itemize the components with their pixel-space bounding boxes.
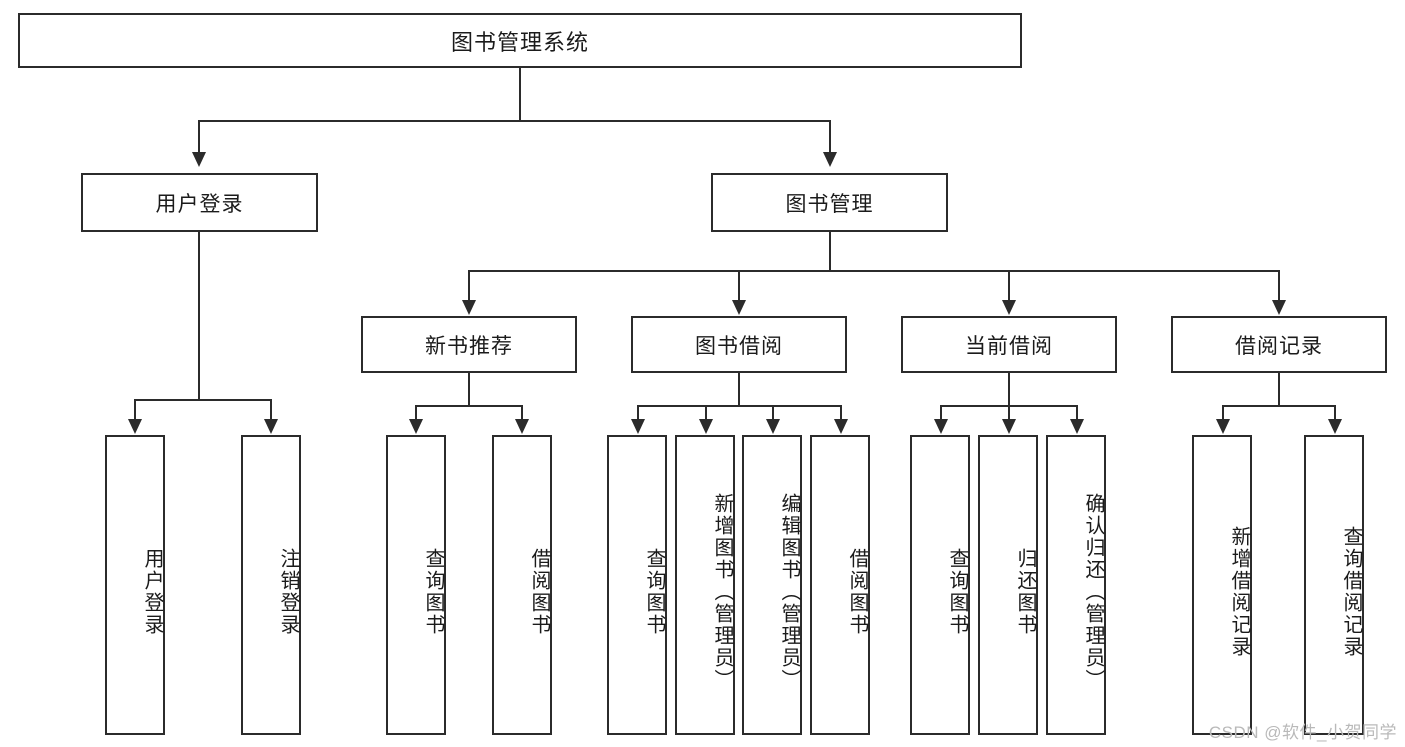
edge-level2-drop-book-management bbox=[829, 120, 831, 153]
arrow-to-leaf-query-book-3 bbox=[934, 419, 948, 434]
arrow-to-leaf-add-record bbox=[1216, 419, 1230, 434]
node-label: 归还图书 bbox=[1014, 548, 1036, 636]
node-book-management-system[interactable]: 图书管理系统 bbox=[18, 13, 1022, 68]
node-book-management[interactable]: 图书管理 bbox=[711, 173, 948, 232]
arrow-to-leaf-query-book-2 bbox=[631, 419, 645, 434]
arrow-to-user-login bbox=[192, 152, 206, 167]
edge-drop-leaf-query-book-1 bbox=[415, 405, 417, 421]
node-label: 确认归还（管理员） bbox=[1082, 493, 1104, 691]
leaf-confirm-return[interactable]: 确认归还（管理员） bbox=[1046, 435, 1106, 735]
node-label: 查询图书 bbox=[422, 548, 444, 636]
arrow-to-leaf-query-book-1 bbox=[409, 419, 423, 434]
edge-drop-leaf-borrow-book-1 bbox=[521, 405, 523, 421]
edge-drop-book-borrow bbox=[738, 270, 740, 301]
node-label: 新增借阅记录 bbox=[1228, 526, 1250, 658]
edge-drop-leaf-query-book-2 bbox=[637, 405, 639, 421]
edge-drop-leaf-add-record bbox=[1222, 405, 1224, 421]
node-user-login[interactable]: 用户登录 bbox=[81, 173, 318, 232]
node-label: 当前借阅 bbox=[965, 334, 1053, 358]
arrow-to-leaf-edit-book bbox=[766, 419, 780, 434]
edge-book-borrow-stem bbox=[738, 373, 740, 406]
leaf-edit-book[interactable]: 编辑图书（管理员） bbox=[742, 435, 802, 735]
arrow-to-leaf-user-login bbox=[128, 419, 142, 434]
edge-drop-new-book-recommend bbox=[468, 270, 470, 301]
arrow-to-book-management bbox=[823, 152, 837, 167]
leaf-borrow-book-1[interactable]: 借阅图书 bbox=[492, 435, 552, 735]
node-label: 用户登录 bbox=[155, 192, 244, 216]
edge-drop-leaf-edit-book bbox=[772, 405, 774, 421]
edge-drop-current-borrow bbox=[1008, 270, 1010, 301]
arrow-to-leaf-borrow-book-2 bbox=[834, 419, 848, 434]
edge-root-stem bbox=[519, 68, 521, 121]
edge-book-management-stem bbox=[829, 232, 831, 271]
arrow-to-leaf-confirm-return bbox=[1070, 419, 1084, 434]
edge-book-borrow-bus bbox=[637, 405, 842, 407]
node-label: 图书管理系统 bbox=[450, 29, 589, 55]
edge-drop-leaf-add-book bbox=[705, 405, 707, 421]
edge-drop-leaf-return-book bbox=[1008, 405, 1010, 421]
node-borrow-record[interactable]: 借阅记录 bbox=[1171, 316, 1387, 373]
edge-drop-leaf-borrow-book-2 bbox=[840, 405, 842, 421]
edge-level3-bus bbox=[468, 270, 1280, 272]
edge-drop-leaf-query-record bbox=[1334, 405, 1336, 421]
leaf-borrow-book-2[interactable]: 借阅图书 bbox=[810, 435, 870, 735]
arrow-to-borrow-record bbox=[1272, 300, 1286, 315]
leaf-query-book-2[interactable]: 查询图书 bbox=[607, 435, 667, 735]
edge-drop-borrow-record bbox=[1278, 270, 1280, 301]
edge-borrow-record-bus bbox=[1222, 405, 1336, 407]
node-label: 借阅图书 bbox=[846, 548, 868, 636]
node-label: 借阅记录 bbox=[1235, 334, 1323, 358]
edge-drop-leaf-query-book-3 bbox=[940, 405, 942, 421]
edge-new-book-recommend-stem bbox=[468, 373, 470, 406]
node-label: 新增图书（管理员） bbox=[711, 493, 733, 691]
node-label: 用户登录 bbox=[141, 548, 163, 636]
arrow-to-book-borrow bbox=[732, 300, 746, 315]
edge-level2-drop-user-login bbox=[198, 120, 200, 153]
arrow-to-leaf-add-book bbox=[699, 419, 713, 434]
node-new-book-recommend[interactable]: 新书推荐 bbox=[361, 316, 577, 373]
edge-drop-leaf-user-login bbox=[134, 399, 136, 421]
node-current-borrow[interactable]: 当前借阅 bbox=[901, 316, 1117, 373]
edge-current-borrow-stem bbox=[1008, 373, 1010, 406]
node-book-borrow[interactable]: 图书借阅 bbox=[631, 316, 847, 373]
node-label: 查询图书 bbox=[946, 548, 968, 636]
edge-user-login-stem bbox=[198, 232, 200, 400]
edge-user-login-bus bbox=[134, 399, 270, 401]
node-label: 查询图书 bbox=[643, 548, 665, 636]
leaf-query-book-1[interactable]: 查询图书 bbox=[386, 435, 446, 735]
edge-borrow-record-stem bbox=[1278, 373, 1280, 406]
node-label: 图书借阅 bbox=[695, 334, 783, 358]
edge-level2-bus bbox=[198, 120, 831, 122]
node-label: 编辑图书（管理员） bbox=[778, 493, 800, 691]
arrow-to-leaf-query-record bbox=[1328, 419, 1342, 434]
node-label: 新书推荐 bbox=[425, 334, 513, 358]
node-label: 借阅图书 bbox=[528, 548, 550, 636]
arrow-to-leaf-borrow-book-1 bbox=[515, 419, 529, 434]
node-label: 注销登录 bbox=[277, 548, 299, 636]
leaf-add-record[interactable]: 新增借阅记录 bbox=[1192, 435, 1252, 735]
leaf-query-book-3[interactable]: 查询图书 bbox=[910, 435, 970, 735]
leaf-user-login[interactable]: 用户登录 bbox=[105, 435, 165, 735]
edge-drop-leaf-logout-login bbox=[270, 399, 272, 421]
leaf-logout-login[interactable]: 注销登录 bbox=[241, 435, 301, 735]
leaf-return-book[interactable]: 归还图书 bbox=[978, 435, 1038, 735]
arrow-to-new-book-recommend bbox=[462, 300, 476, 315]
leaf-add-book[interactable]: 新增图书（管理员） bbox=[675, 435, 735, 735]
leaf-query-record[interactable]: 查询借阅记录 bbox=[1304, 435, 1364, 735]
edge-new-book-recommend-bus bbox=[415, 405, 522, 407]
arrow-to-leaf-return-book bbox=[1002, 419, 1016, 434]
arrow-to-leaf-logout-login bbox=[264, 419, 278, 434]
edge-drop-leaf-confirm-return bbox=[1076, 405, 1078, 421]
arrow-to-current-borrow bbox=[1002, 300, 1016, 315]
node-label: 查询借阅记录 bbox=[1340, 526, 1362, 658]
node-label: 图书管理 bbox=[785, 192, 874, 216]
